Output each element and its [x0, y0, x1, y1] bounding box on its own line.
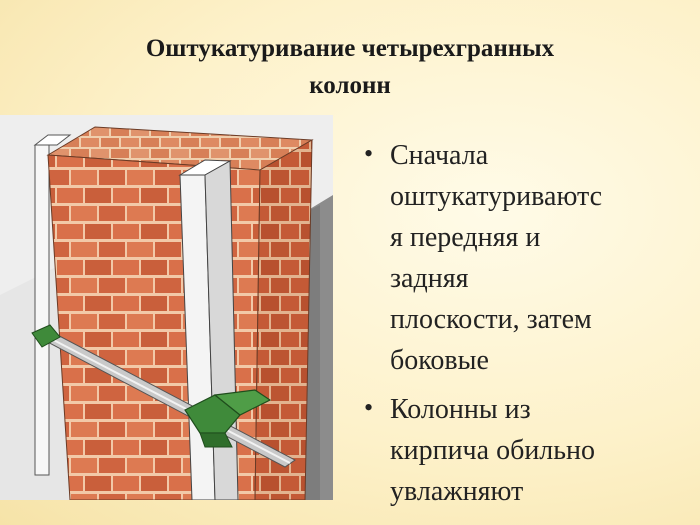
slide-title-line-2: колонн — [309, 72, 391, 99]
left-post — [33, 134, 72, 146]
slide-title: Оштукатуривание четырехгранных колонн — [40, 30, 660, 104]
column-plastering-illustration — [0, 115, 333, 500]
metal-rod-highlight — [41, 333, 291, 464]
slide-title-line-1: Оштукатуривание четырехгранных — [145, 35, 555, 62]
clamp-right-jaw — [199, 432, 233, 448]
clamp-right-arm — [213, 389, 272, 416]
bullet-text: Колонны из кирпича обильно увлажняют — [390, 394, 596, 507]
clamp-left — [31, 324, 61, 348]
bullet-icon: • — [364, 393, 374, 422]
bullet-item: • Колонны из кирпича обильно увлажняют — [360, 389, 690, 512]
left-post-front — [34, 144, 50, 476]
bullet-icon: • — [364, 139, 374, 168]
bullet-item: • Сначала оштукатуриваютс я передняя и з… — [360, 135, 690, 381]
column-side — [254, 139, 313, 500]
bullet-list: • Сначала оштукатуриваютс я передняя и з… — [360, 135, 690, 520]
bullet-text: Сначала оштукатуриваютс я передняя и зад… — [390, 140, 602, 376]
